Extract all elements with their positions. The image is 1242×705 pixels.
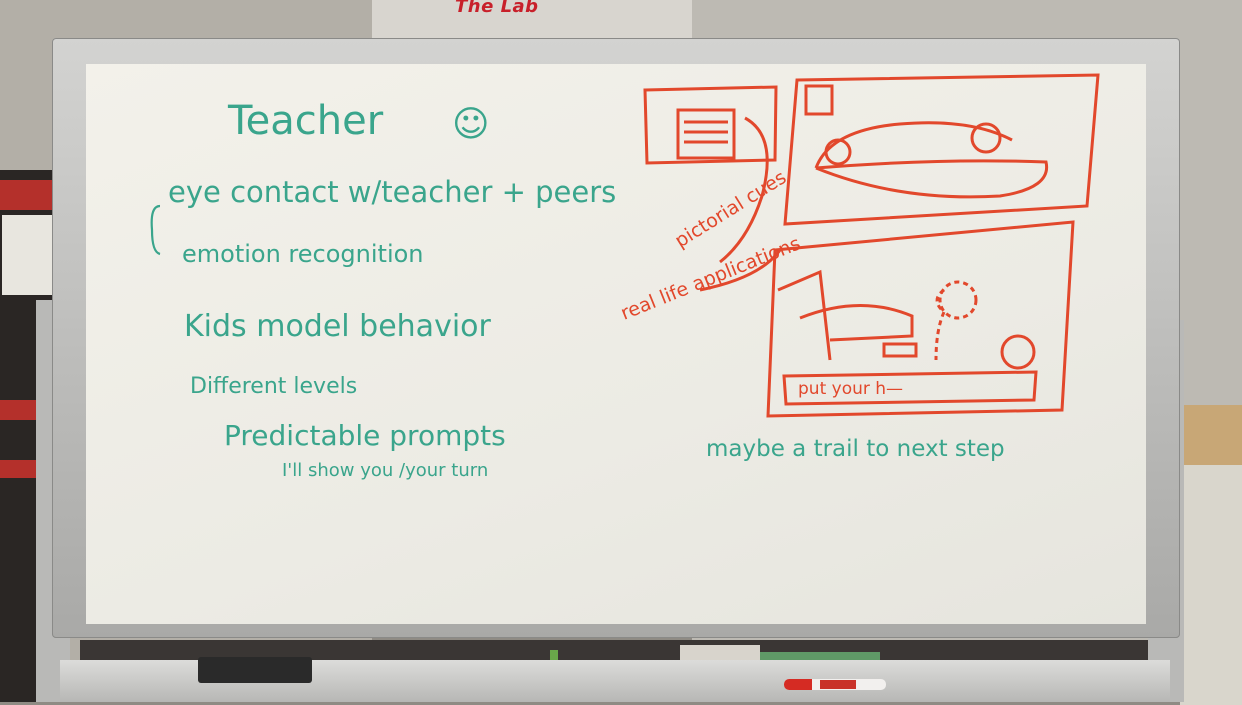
sketch-label-pictorial-cues: pictorial cues [671, 166, 790, 252]
marker-label [820, 680, 856, 689]
smiley-icon: ☺ [452, 104, 490, 145]
shelf-bin [0, 180, 60, 210]
workbench-base [1180, 465, 1242, 705]
note-different-levels: Different levels [190, 374, 357, 399]
note-emotion-recognition: emotion recognition [182, 240, 424, 268]
note-maybe-trail: maybe a trail to next step [706, 436, 1005, 462]
note-predictable-prompts: Predictable prompts [224, 419, 506, 452]
sketch-caption-bar: put your h— [798, 379, 903, 399]
background-sign: The Lab [455, 0, 539, 17]
sketch-label-real-life: real life applications [618, 232, 804, 324]
note-your-turn: I'll show you /your turn [282, 460, 488, 481]
wall-panel [372, 0, 692, 45]
marker-cap [784, 679, 812, 690]
sketch-top-frame [783, 73, 1100, 226]
bracket [150, 204, 161, 256]
marker-icon [784, 679, 886, 690]
workbench [1180, 405, 1242, 705]
sketch-small-frame [643, 85, 782, 292]
whiteboard-surface [86, 64, 1146, 624]
shelf-paper [2, 215, 58, 295]
notes-title: Teacher [227, 98, 384, 144]
note-eye-contact: eye contact w/teacher + peers [168, 175, 616, 209]
note-kids-model: Kids model behavior [184, 309, 492, 344]
eraser-icon [198, 657, 312, 683]
sketch-bottom-frame [766, 220, 1075, 418]
